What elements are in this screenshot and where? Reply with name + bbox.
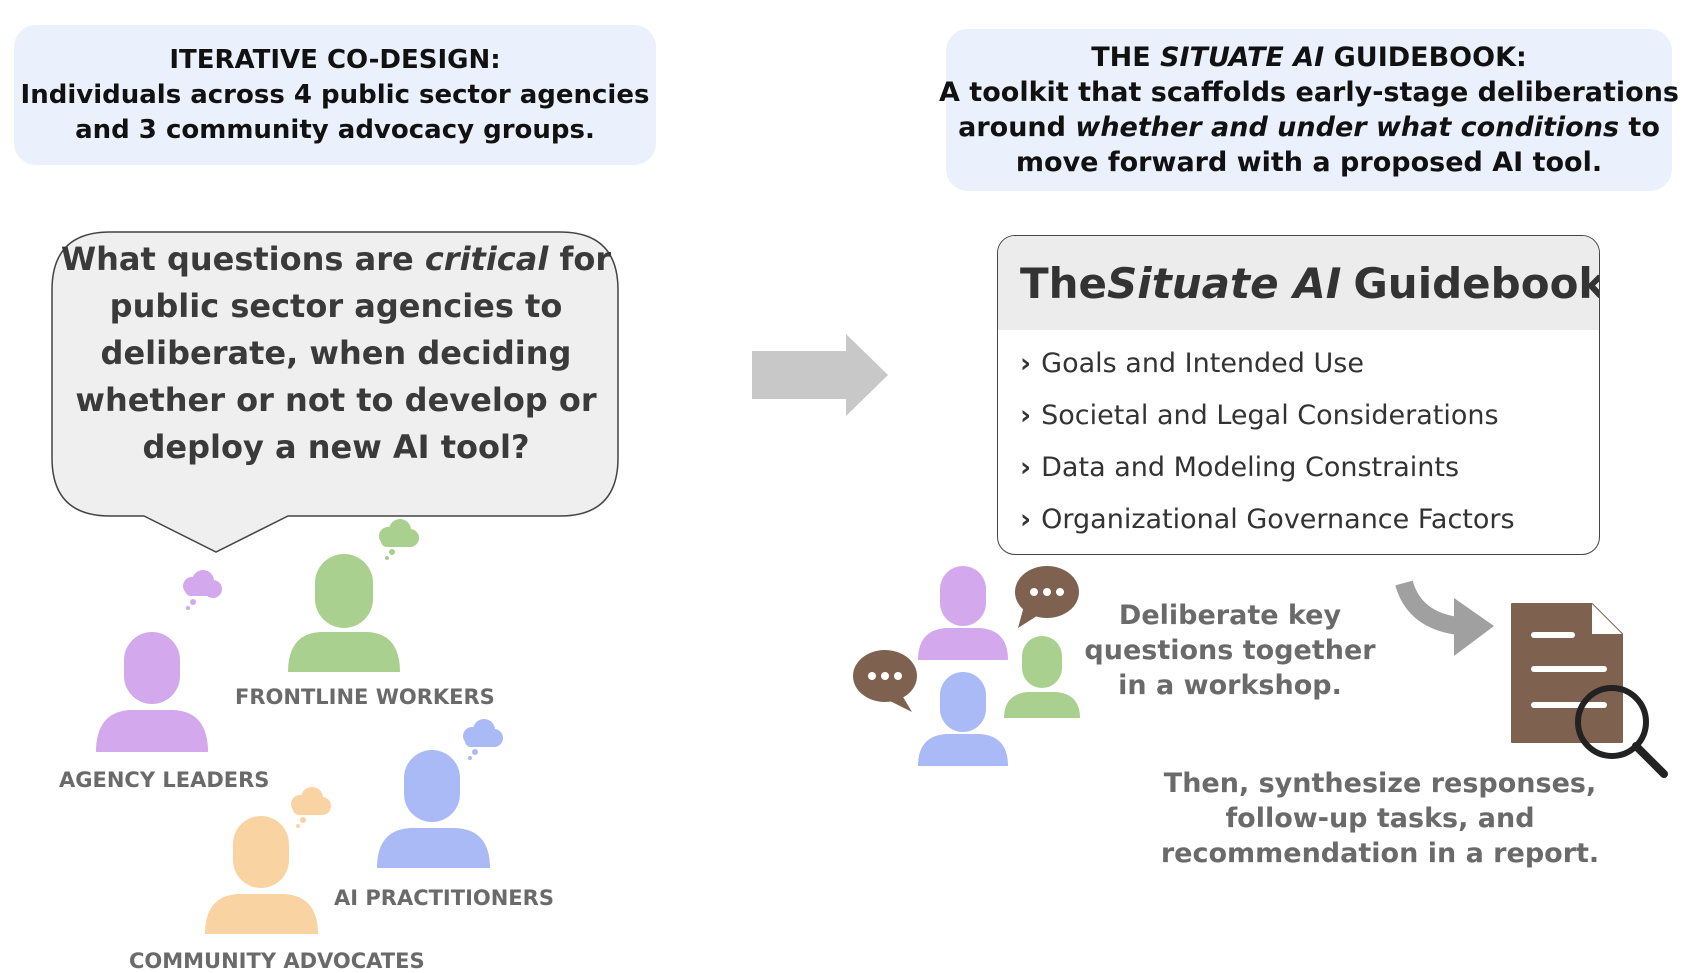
person-icon — [918, 566, 1008, 660]
person-icon — [918, 672, 1008, 766]
guidebook-section-goals: ›Goals and Intended Use — [1020, 348, 1364, 379]
guidebook-header-title: THE SITUATE AI GUIDEBOOK: — [1091, 42, 1527, 73]
role-label-ai-practitioners: AI PRACTITIONERS — [334, 886, 554, 910]
guidebook-card-title: The Situate AI Guidebook — [998, 236, 1599, 330]
guidebook-header-line4: move forward with a proposed AI tool. — [1015, 147, 1603, 178]
guidebook-section-societal-legal: ›Societal and Legal Considerations — [1020, 400, 1499, 431]
chat-bubble-icon — [853, 650, 917, 712]
thought-cloud-icon — [183, 570, 222, 610]
critical-question-text: What questions are critical for public s… — [54, 236, 618, 471]
guidebook-header-box: THE SITUATE AI GUIDEBOOK: A toolkit that… — [939, 29, 1679, 191]
chat-bubble-icon — [1015, 566, 1079, 628]
chevron-right-icon: › — [1020, 348, 1032, 379]
codesign-title: ITERATIVE CO-DESIGN: — [169, 44, 501, 75]
question-line-2: public sector agencies to — [109, 287, 563, 325]
chevron-right-icon: › — [1020, 400, 1032, 431]
curved-arrow-icon — [1395, 580, 1460, 635]
role-label-community-advocates: COMMUNITY ADVOCATES — [129, 949, 425, 973]
question-line-3: deliberate, when deciding — [100, 334, 572, 372]
codesign-line-groups: and 3 community advocacy groups. — [75, 114, 595, 145]
chevron-right-icon: › — [1020, 452, 1032, 483]
person-icon — [205, 816, 318, 934]
guidebook-header-line2: A toolkit that scaffolds early-stage del… — [939, 77, 1679, 108]
thought-cloud-icon — [291, 787, 331, 828]
guidebook-sections-list: ›Goals and Intended Use ›Societal and Le… — [998, 330, 1599, 546]
guidebook-header-line3: around whether and under what conditions… — [958, 112, 1660, 143]
report-caption: Then, synthesize responses, follow-up ta… — [1160, 768, 1600, 869]
role-label-frontline-workers: FRONTLINE WORKERS — [235, 685, 495, 709]
question-line-4: whether or not to develop or — [75, 381, 597, 419]
codesign-header-box: ITERATIVE CO-DESIGN: Individuals across … — [14, 25, 656, 165]
role-label-agency-leaders: AGENCY LEADERS — [59, 768, 270, 792]
thought-cloud-icon — [379, 519, 419, 560]
guidebook-section-governance: ›Organizational Governance Factors — [1020, 504, 1515, 535]
person-icon — [1004, 636, 1080, 718]
question-line-5: deploy a new AI tool? — [142, 428, 530, 466]
guidebook-section-data-modeling: ›Data and Modeling Constraints — [1020, 452, 1460, 483]
thought-cloud-icon — [463, 719, 503, 760]
workshop-caption: Deliberate key questions together in a w… — [1084, 600, 1376, 701]
codesign-line-agencies: Individuals across 4 public sector agenc… — [20, 79, 650, 110]
document-icon — [1511, 603, 1623, 743]
person-icon — [96, 632, 208, 752]
person-icon — [288, 554, 400, 672]
guidebook-card: The Situate AI Guidebook ›Goals and Inte… — [997, 235, 1600, 555]
chevron-right-icon: › — [1020, 504, 1032, 535]
magnifier-icon — [1575, 685, 1668, 778]
curved-arrow-head — [1454, 598, 1494, 656]
speech-bubble — [51, 231, 619, 553]
person-icon — [377, 750, 490, 868]
arrow-right-icon — [752, 334, 888, 416]
question-line-1: What questions are critical for — [60, 240, 612, 278]
